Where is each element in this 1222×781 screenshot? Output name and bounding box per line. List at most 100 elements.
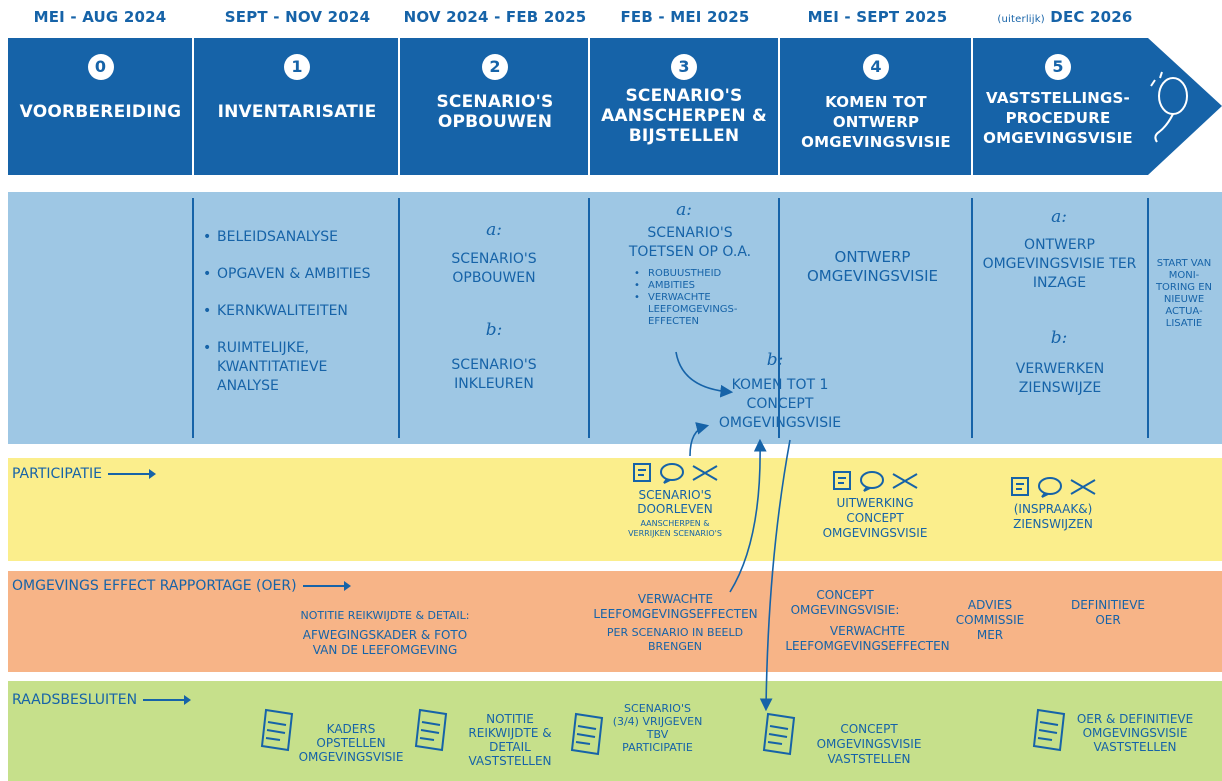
oer-item-2-body: PER SCENARIO IN BEELD BRENGEN [606, 626, 744, 653]
raad-item-3: SCENARIO'S (3/4) VRIJGEVEN tbv PARTICIPA… [612, 702, 703, 754]
document-icon [833, 471, 851, 490]
phase-5-number: 5 [1045, 54, 1071, 80]
phase-5-b-text: VERWERKEN ZIENSWIJZE [1015, 361, 1105, 396]
list-item: OPGAVEN & AMBITIES [203, 265, 393, 284]
participatie-item-1: SCENARIO'S DOORLEVEN AANSCHERPEN & VERRI… [620, 462, 730, 539]
period-5: (uiterlijk) DEC 2026 [975, 8, 1155, 30]
period-4: MEI - SEPT 2025 [807, 8, 948, 26]
arrow-right-icon [107, 469, 156, 479]
participatie-label: PARTICIPATIE [12, 466, 156, 482]
phase-3-number: 3 [671, 54, 697, 80]
phase-3-b-letter: b: [766, 350, 784, 370]
phase-4-number: 4 [863, 54, 889, 80]
participatie-label-text: PARTICIPATIE [12, 466, 102, 482]
divider [398, 198, 400, 438]
phase-2-a-letter: a: [486, 220, 502, 240]
raad-item-5: OER & DEFINITIEVE OMGEVINGSVISIE VASTSTE… [1076, 712, 1194, 754]
phase-arrow-bar [8, 38, 1222, 175]
phase-4: 4 KOMEN TOT ONTWERP OMGEVINGSVISIE [780, 38, 972, 175]
phase-3-title: SCENARIO'S AANSCHERPEN & BIJSTELLEN [601, 86, 767, 146]
period-0: MEI - AUG 2024 [33, 8, 167, 26]
phase-4-text: ONTWERP OMGEVINGSVISIE [806, 248, 938, 285]
participation-icons [620, 462, 730, 484]
list-item: BELEIDSANALYSE [203, 228, 393, 247]
document-icon [1011, 477, 1029, 496]
monitoring-text: START van MONI- TORING en NIEUWE ACTUA- … [1155, 258, 1213, 329]
speech-bubble-icon [860, 471, 884, 492]
oer-band [8, 571, 1222, 672]
participatie-item-3: (INSPRAAK&) ZIENSWIJZEN [998, 476, 1108, 532]
phase-2-b-letter: b: [485, 320, 503, 340]
raad-item-2: NOTITIE REIKWIJDTE & DETAIL VASTSTELLEN [468, 712, 552, 768]
period-2: NOV 2024 - FEB 2025 [403, 8, 587, 26]
divider [971, 198, 973, 438]
oer-label-text: OMGEVINGS EFFECT RAPPORTAGE (OER) [12, 578, 297, 594]
divider [192, 198, 194, 438]
phase-2: 2 SCENARIO'S OPBOUWEN [402, 38, 588, 175]
period-3: FEB - MEI 2025 [620, 8, 750, 26]
phase-2-a-text: SCENARIO'S OPBOUWEN [451, 251, 537, 286]
document-icon [1032, 708, 1066, 752]
raad-item-1: KADERS OPSTELLEN OMGEVINGSVISIE [298, 722, 404, 764]
participation-icons [810, 470, 940, 492]
phase-2-b-text: SCENARIO'S INKLEUREN [451, 357, 537, 392]
divider [588, 198, 590, 438]
document-icon [633, 463, 651, 482]
phase-0: 0 VOORBEREIDING [8, 38, 193, 175]
period-5-date: DEC 2026 [1050, 8, 1133, 26]
divider [778, 198, 780, 438]
document-icon [570, 712, 604, 756]
raadsbesluiten-band [8, 681, 1222, 781]
inventarisatie-list: BELEIDSANALYSE OPGAVEN & AMBITIES KERNKW… [203, 228, 393, 396]
oer-item-3-title: CONCEPT OMGEVINGSVISIE: [790, 588, 900, 617]
phase-0-number: 0 [87, 54, 114, 80]
speech-bubble-icon [660, 463, 684, 484]
list-item: RUIMTELIJKE, KWANTITATIEVE ANALYSE [203, 339, 393, 396]
participatie-item-3-text: (INSPRAAK&) ZIENSWIJZEN [1013, 502, 1093, 531]
oer-item-3-body: VERWACHTE LEEFOMGEVINGSEFFECTEN [785, 624, 950, 653]
list-item: ROBUUSTHEID [634, 268, 764, 280]
phase-3-b-text: KOMEN TOT 1 CONCEPT OMGEVINGSVISIE [718, 377, 842, 431]
oer-item-1-title: NOTITIE REIKWIJDTE & DETAIL: [300, 609, 470, 622]
phase-3: 3 SCENARIO'S AANSCHERPEN & BIJSTELLEN [590, 38, 778, 175]
phase-3-a-letter: a: [676, 200, 692, 220]
crossed-hands-icon [692, 465, 718, 481]
participatie-item-1-sub: AANSCHERPEN & VERRIJKEN SCENARIO'S [628, 519, 722, 538]
document-icon [260, 708, 294, 752]
crossed-hands-icon [892, 473, 918, 489]
list-item: VERWACHTE LEEFOMGEVINGS- EFFECTEN [634, 292, 764, 328]
divider [1147, 198, 1149, 438]
raad-item-4: CONCEPT OMGEVINGSVISIE VASTSTELLEN [816, 722, 922, 766]
list-item: KERNKWALITEITEN [203, 302, 393, 321]
arrow-right-icon [143, 695, 192, 705]
oer-label: OMGEVINGS EFFECT RAPPORTAGE (OER) [12, 578, 351, 594]
phase-1: 1 INVENTARISATIE [194, 38, 400, 175]
participatie-item-1-title: SCENARIO'S DOORLEVEN [637, 488, 713, 516]
period-5-prefix: (uiterlijk) [997, 14, 1045, 25]
phase-3-a-text: SCENARIO'S TOETSEN op o.a. [628, 225, 752, 260]
raad-label: RAADSBESLUITEN [12, 692, 192, 708]
phase-5-a-letter: a: [1051, 207, 1067, 227]
phase-1-number: 1 [284, 54, 310, 80]
oer-item-4: ADVIES COMMISSIE MER [955, 598, 1025, 642]
raad-label-text: RAADSBESLUITEN [12, 692, 138, 708]
document-icon [414, 708, 448, 752]
oer-item-1-body: AFWEGINGSKADER & FOTO VAN DE LEEFOMGEVIN… [302, 628, 468, 657]
period-1: SEPT - NOV 2024 [224, 8, 371, 26]
oer-item-5: DEFINITIEVE OER [1070, 598, 1146, 627]
phase-5-a-text: ONTWERP OMGEVINGSVISIE TER INZAGE [982, 237, 1137, 291]
phase-0-title: VOORBEREIDING [19, 102, 182, 122]
arrow-right-icon [302, 581, 351, 591]
participatie-item-2-text: UITWERKING CONCEPT OMGEVINGSVISIE [822, 496, 928, 540]
participation-icons [998, 476, 1108, 498]
phase-4-title: KOMEN TOT ONTWERP OMGEVINGSVISIE [801, 93, 951, 151]
balloon-icon [1150, 71, 1188, 143]
oer-item-2-title: VERWACHTE LEEFOMGEVINGSEFFECTEN [593, 592, 758, 621]
phase-5: 5 VASTSTELLINGS- PROCEDURE OMGEVINGSVISI… [973, 38, 1143, 175]
speech-bubble-icon [1038, 477, 1062, 498]
phase-5-title: VASTSTELLINGS- PROCEDURE OMGEVINGSVISIE [983, 89, 1133, 147]
phase-5-b-letter: b: [1050, 328, 1068, 348]
crossed-hands-icon [1070, 479, 1096, 495]
participatie-band [8, 458, 1222, 561]
list-item: AMBITIES [634, 280, 764, 292]
